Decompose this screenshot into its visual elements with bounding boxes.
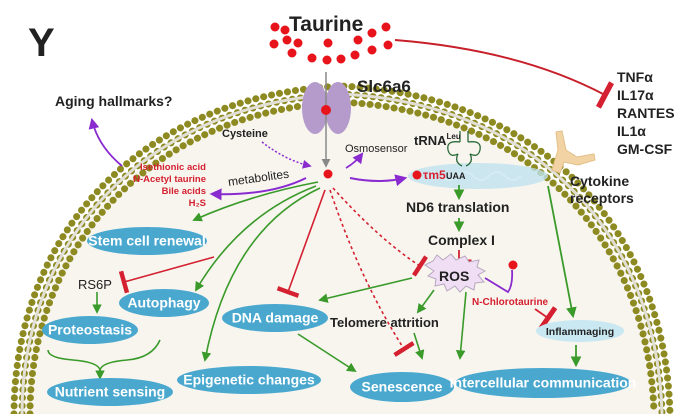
- inhibition-lines: [118, 187, 428, 357]
- hallmark-ovals: Stem cell renewal Autophagy Proteostasis…: [42, 227, 636, 406]
- cytokine-receptors-label-line1: Cytokine: [570, 173, 629, 189]
- taurine-dot: [287, 48, 297, 58]
- cytokine-receptors-label-line2: receptors: [570, 190, 634, 206]
- aging-hallmarks-label: Aging hallmarks?: [55, 93, 172, 109]
- oval-stem-cell: [87, 227, 207, 255]
- oval-autophagy: [119, 289, 209, 317]
- ros-to-dna-damage-arrow: [318, 277, 413, 303]
- n-chlorotaurine-inhibits-inflammaging: [534, 306, 558, 330]
- taurine-to-trna-arrow: [349, 174, 408, 187]
- taurine-dot: [336, 54, 346, 64]
- ros-burst: [424, 253, 487, 293]
- trna-modification: τm5: [423, 168, 446, 182]
- cytokine-il17: IL17α: [617, 87, 654, 103]
- telomere-attrition-label: Telomere attrition: [330, 315, 439, 330]
- taurine-dot: [367, 28, 377, 38]
- n-chlorotaurine-label: N-Chlorotaurine: [472, 297, 549, 308]
- taurine-to-epigenetic-arrow: [201, 187, 321, 362]
- oval-inflammaging: [536, 320, 624, 342]
- metabolite-bile: Bile acids: [162, 186, 206, 197]
- taurine-dot: [282, 35, 292, 45]
- oval-proteostasis-label: Proteostasis: [48, 322, 132, 338]
- taurine-dot: [323, 38, 333, 48]
- oval-intercellular-label: Intercellular communication: [450, 375, 637, 391]
- osmosensor-label: Osmosensor: [345, 143, 408, 155]
- n-chlorotaurine-link: [484, 269, 514, 294]
- ros-to-telomere-arrow: [416, 289, 435, 314]
- cytokine-il1: IL1α: [617, 123, 646, 139]
- taurine-dot: [293, 38, 303, 48]
- taurine-dot: [367, 45, 377, 55]
- panel-label: Y: [28, 21, 55, 65]
- cysteine-arrow: [261, 141, 312, 169]
- taurine-inhibits-telomere-attrition: [329, 189, 415, 357]
- metabolites-arrow: [209, 177, 307, 201]
- taurine-dot: [383, 40, 393, 50]
- n-chlorotaurine-taurine-dot: [508, 260, 518, 270]
- oval-autophagy-label: Autophagy: [127, 295, 200, 311]
- oval-dna-damage-label: DNA damage: [232, 310, 319, 326]
- taurine-to-stem-cell-arrow: [192, 181, 319, 222]
- trna-codon: UAA: [446, 171, 466, 181]
- taurine-molecules: [269, 22, 393, 65]
- oval-nutrient: [47, 378, 173, 406]
- metabolite-isethionic: Isethionic acid: [140, 162, 206, 173]
- taurine-inhibits-ros: [332, 187, 428, 277]
- metabolite-nacetyl: N-Acetyl taurine: [133, 174, 206, 185]
- trna-taurine-dot: [412, 170, 422, 180]
- taurine-dot: [381, 22, 391, 32]
- taurine-to-autophagy-arrow: [195, 185, 317, 292]
- trna-label: tRNALeu: [414, 132, 461, 148]
- taurine-dot: [280, 25, 290, 35]
- metabolite-list: Isethionic acid N-Acetyl taurine Bile ac…: [133, 162, 206, 209]
- oval-senescence: [350, 372, 454, 402]
- cysteine-label: Cysteine: [222, 128, 268, 140]
- ros-label: ROS: [439, 268, 469, 284]
- telomere-to-senescence-arrow: [413, 332, 425, 360]
- cytokine-receptor: [551, 130, 596, 174]
- slc6a6-transporter: [302, 72, 351, 168]
- metabolite-h2s: H₂S: [189, 198, 206, 209]
- oval-epigenetic-label: Epigenetic changes: [183, 372, 315, 388]
- complex1-label: Complex I: [428, 232, 495, 248]
- taurine-dot: [353, 35, 363, 45]
- taurine-dot: [350, 50, 360, 60]
- taurine-dot: [322, 55, 332, 65]
- activation-arrows: [47, 181, 467, 380]
- mitochondrion: [408, 163, 548, 189]
- cytokine-tnf: TNFα: [617, 69, 653, 85]
- rs6p-label: RS6P: [78, 277, 112, 292]
- slc6a6-label: Slc6a6: [357, 77, 411, 96]
- taurine-inhibits-cytokines: [394, 39, 615, 109]
- stem-cell-inhibits-rs6p: [118, 256, 215, 294]
- dna-damage-to-senescence-arrow: [297, 333, 357, 373]
- metabolites-to-hallmarks-arrow: [88, 117, 123, 167]
- cytokine-rantes: RANTES: [617, 105, 675, 121]
- intracellular-taurine: [323, 169, 333, 179]
- oval-senescence-label: Senescence: [362, 379, 443, 395]
- cytokine-list: TNFα IL17α RANTES IL1α GM-CSF: [617, 69, 675, 157]
- oval-stem-cell-label: Stem cell renewal: [88, 233, 206, 249]
- receptor-to-inflammaging-arrow: [547, 185, 577, 319]
- oval-intercellular: [455, 368, 631, 398]
- taurine-dot: [270, 22, 280, 32]
- oval-epigenetic: [177, 366, 321, 394]
- trna-structure: [447, 131, 481, 167]
- oval-nutrient-label: Nutrient sensing: [55, 384, 165, 400]
- oval-proteostasis: [42, 316, 138, 344]
- cytokine-gmcsf: GM-CSF: [617, 141, 673, 157]
- ros-to-senescence-arrow: [455, 291, 467, 360]
- taurine-label: Taurine: [289, 13, 363, 36]
- oval-inflammaging-label: Inflammaging: [546, 326, 614, 338]
- osmosensor-arrow: [345, 152, 364, 169]
- taurine-inhibits-dna-damage: [276, 189, 326, 298]
- nd6-label: ND6 translation: [406, 199, 509, 215]
- mitochondrion-cristae: [424, 171, 522, 181]
- oval-dna-damage: [222, 304, 328, 332]
- taurine-dot: [307, 53, 317, 63]
- taurine-dot: [269, 39, 279, 49]
